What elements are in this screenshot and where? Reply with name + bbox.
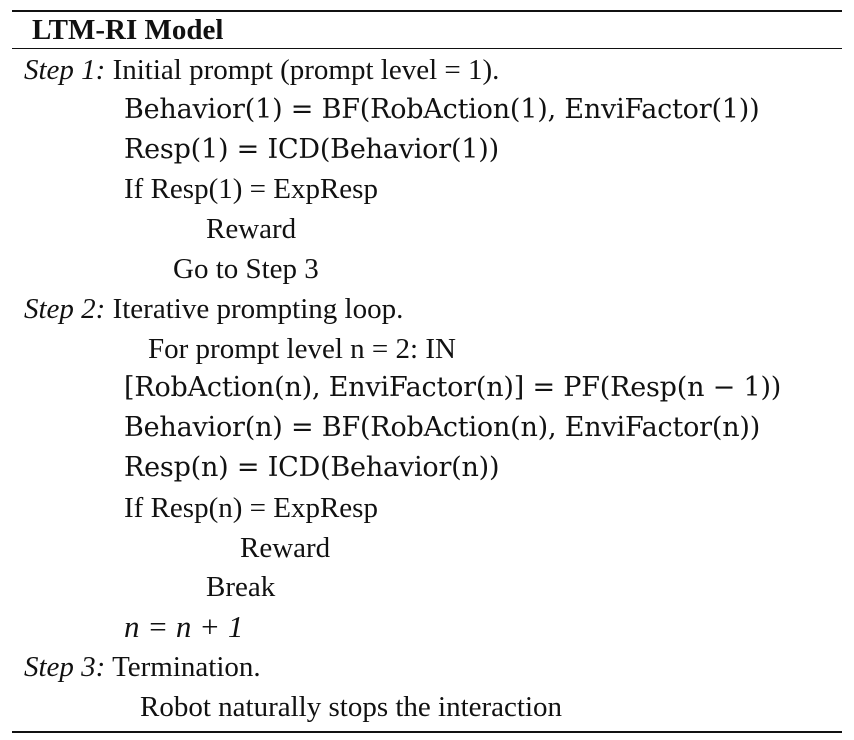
step-2-if-condition: If Resp(n) = ExpResp: [124, 492, 378, 524]
step-1-if-condition: If Resp(1) = ExpResp: [124, 173, 378, 205]
header-rule: [12, 48, 842, 49]
step-1-title: Initial prompt (prompt level = 1).: [105, 54, 500, 86]
step-1-reward: Reward: [206, 213, 297, 245]
step-2-resp-formula: Resp(n) = ICD(Behavior(n)): [124, 452, 500, 483]
top-rule: [12, 10, 842, 12]
bottom-rule: [12, 731, 842, 733]
page-title: LTM-RI Model: [32, 14, 224, 46]
step-2-for-loop: For prompt level n = 2: IN: [148, 333, 456, 365]
step-1-resp-formula: Resp(1) = ICD(Behavior(1)): [124, 134, 499, 165]
step-1-label: Step 1:: [24, 54, 106, 86]
step-3-label: Step 3:: [24, 651, 106, 683]
step-2-increment: n = n + 1: [124, 609, 244, 644]
step-3-description: Robot naturally stops the interaction: [140, 691, 563, 723]
step-3-line: Step 3: Termination.: [24, 649, 261, 685]
step-1-goto: Go to Step 3: [173, 253, 319, 285]
step-2-label: Step 2:: [24, 293, 106, 325]
step-3-title: Termination.: [105, 651, 261, 683]
step-2-break: Break: [206, 571, 276, 603]
step-1-line: Step 1: Initial prompt (prompt level = 1…: [24, 52, 499, 88]
step-2-title: Iterative prompting loop.: [105, 293, 404, 325]
step-2-behavior-formula: Behavior(n) = BF(RobAction(n), EnviFacto…: [124, 412, 761, 443]
step-2-line: Step 2: Iterative prompting loop.: [24, 291, 403, 327]
step-2-reward: Reward: [240, 532, 331, 564]
step-2-pf-formula: [RobAction(n), EnviFactor(n)] = PF(Resp(…: [124, 372, 782, 403]
step-1-behavior-formula: Behavior(1) = BF(RobAction(1), EnviFacto…: [124, 94, 760, 125]
